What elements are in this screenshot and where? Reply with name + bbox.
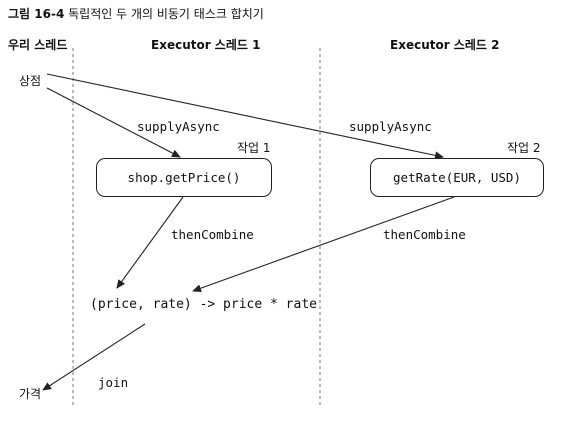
task-2-label: 작업 2 [507,141,541,155]
combine-expression: (price, rate) -> price * rate [90,297,317,312]
arrow-combine-1 [116,196,184,289]
figure-caption-text: 독립적인 두 개의 비동기 태스크 합치기 [68,7,264,21]
edge-label-join: join [98,375,129,390]
arrow-supply-1 [46,87,181,158]
arrow-combine-2 [192,196,455,293]
task-2-code: getRate(EUR, USD) [393,170,521,185]
figure-number: 그림 16-4 [8,7,65,21]
edge-label-supply-1: supplyAsync [137,119,220,134]
edge-label-combine-1: thenCombine [171,227,254,242]
task-1-code: shop.getPrice() [127,170,241,185]
edge-label-supply-2: supplyAsync [349,119,432,134]
edge-label-combine-2: thenCombine [383,227,466,242]
task-1-box: shop.getPrice() [96,158,272,197]
arrow-join [42,323,146,391]
arrow-supply-2 [46,73,444,160]
price-label: 가격 [19,387,42,401]
column-executor-2: Executor 스레드 2 [390,38,500,52]
shop-label: 상점 [19,74,42,88]
column-executor-1: Executor 스레드 1 [151,38,261,52]
figure-caption: 그림 16-4 독립적인 두 개의 비동기 태스크 합치기 [8,5,264,22]
task-2-box: getRate(EUR, USD) [370,158,544,197]
task-1-label: 작업 1 [237,141,271,155]
column-our-thread: 우리 스레드 [8,38,68,52]
